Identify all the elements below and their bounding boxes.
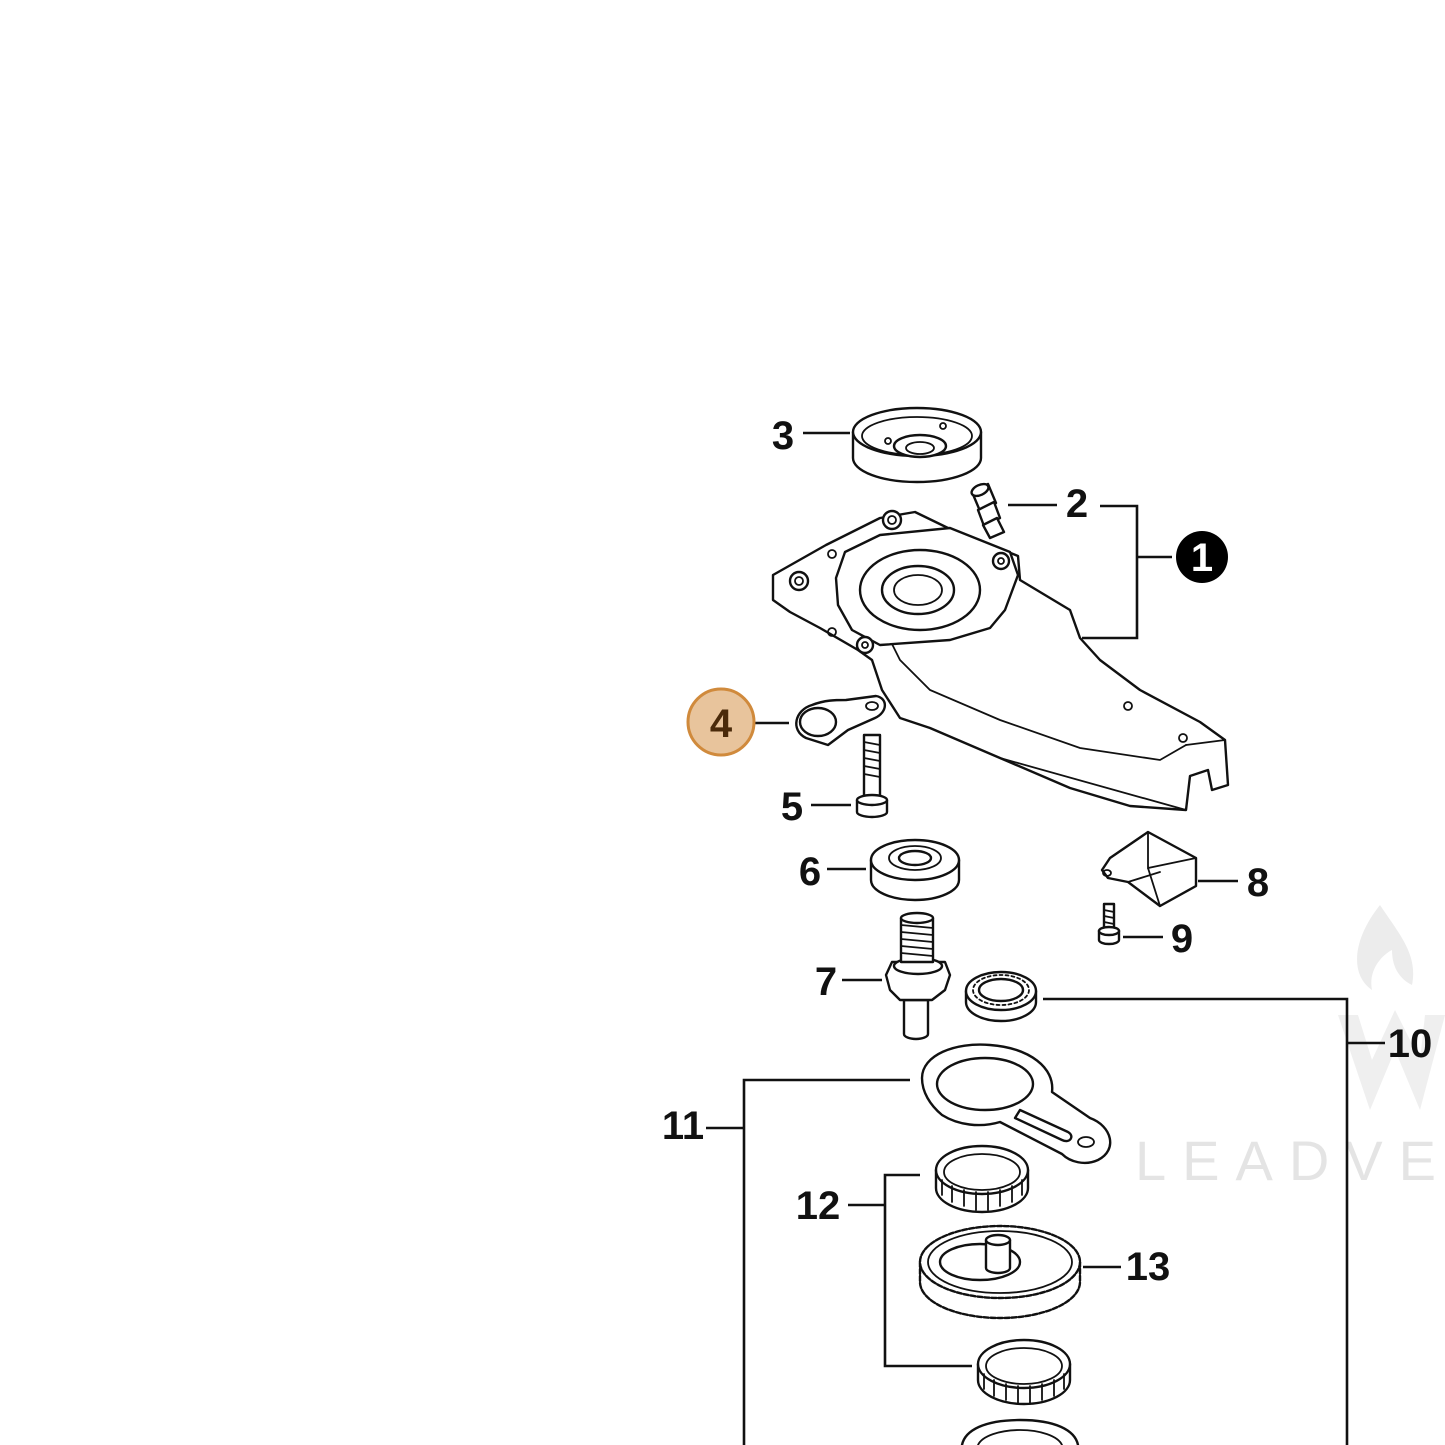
leader-lines	[706, 431, 1385, 1445]
label-1-badge: 1	[1176, 531, 1228, 583]
part-4-clamp	[795, 694, 887, 747]
part-11-lever	[920, 1043, 1112, 1165]
part-12-needle-cage-lower	[976, 1338, 1072, 1406]
watermark: LEADVEN	[1135, 905, 1445, 1192]
part-5-screw	[855, 733, 889, 819]
label-7: 7	[815, 960, 837, 1004]
part-9-screw	[1097, 902, 1121, 946]
part-bottom-partial	[960, 1418, 1080, 1445]
label-4-highlight: 4	[686, 687, 756, 757]
label-12: 12	[796, 1184, 841, 1228]
label-9: 9	[1171, 917, 1193, 961]
part-8-bracket	[1100, 830, 1198, 908]
label-4: 4	[710, 702, 733, 746]
label-1: 1	[1191, 536, 1213, 580]
part-2-fitting	[970, 482, 1006, 540]
label-2: 2	[1066, 482, 1088, 526]
part-10-bearing	[964, 970, 1038, 1023]
part-labels: 3 2 1 4 5 6 8 9 7 10 11 12 13	[662, 414, 1432, 1289]
label-6: 6	[799, 850, 821, 894]
part-1-housing	[771, 509, 1230, 812]
part-12-needle-cage-upper	[934, 1144, 1030, 1214]
label-5: 5	[781, 785, 803, 829]
label-8: 8	[1247, 861, 1269, 905]
label-10: 10	[1388, 1022, 1433, 1066]
part-13-gear	[918, 1224, 1082, 1320]
label-3: 3	[772, 414, 794, 458]
label-13: 13	[1126, 1245, 1171, 1289]
label-11: 11	[662, 1104, 704, 1148]
watermark-text: LEADVEN	[1135, 1129, 1445, 1192]
part-7-shaft	[884, 911, 952, 1041]
part-3-cup	[851, 406, 983, 484]
part-6-bearing	[869, 838, 961, 902]
